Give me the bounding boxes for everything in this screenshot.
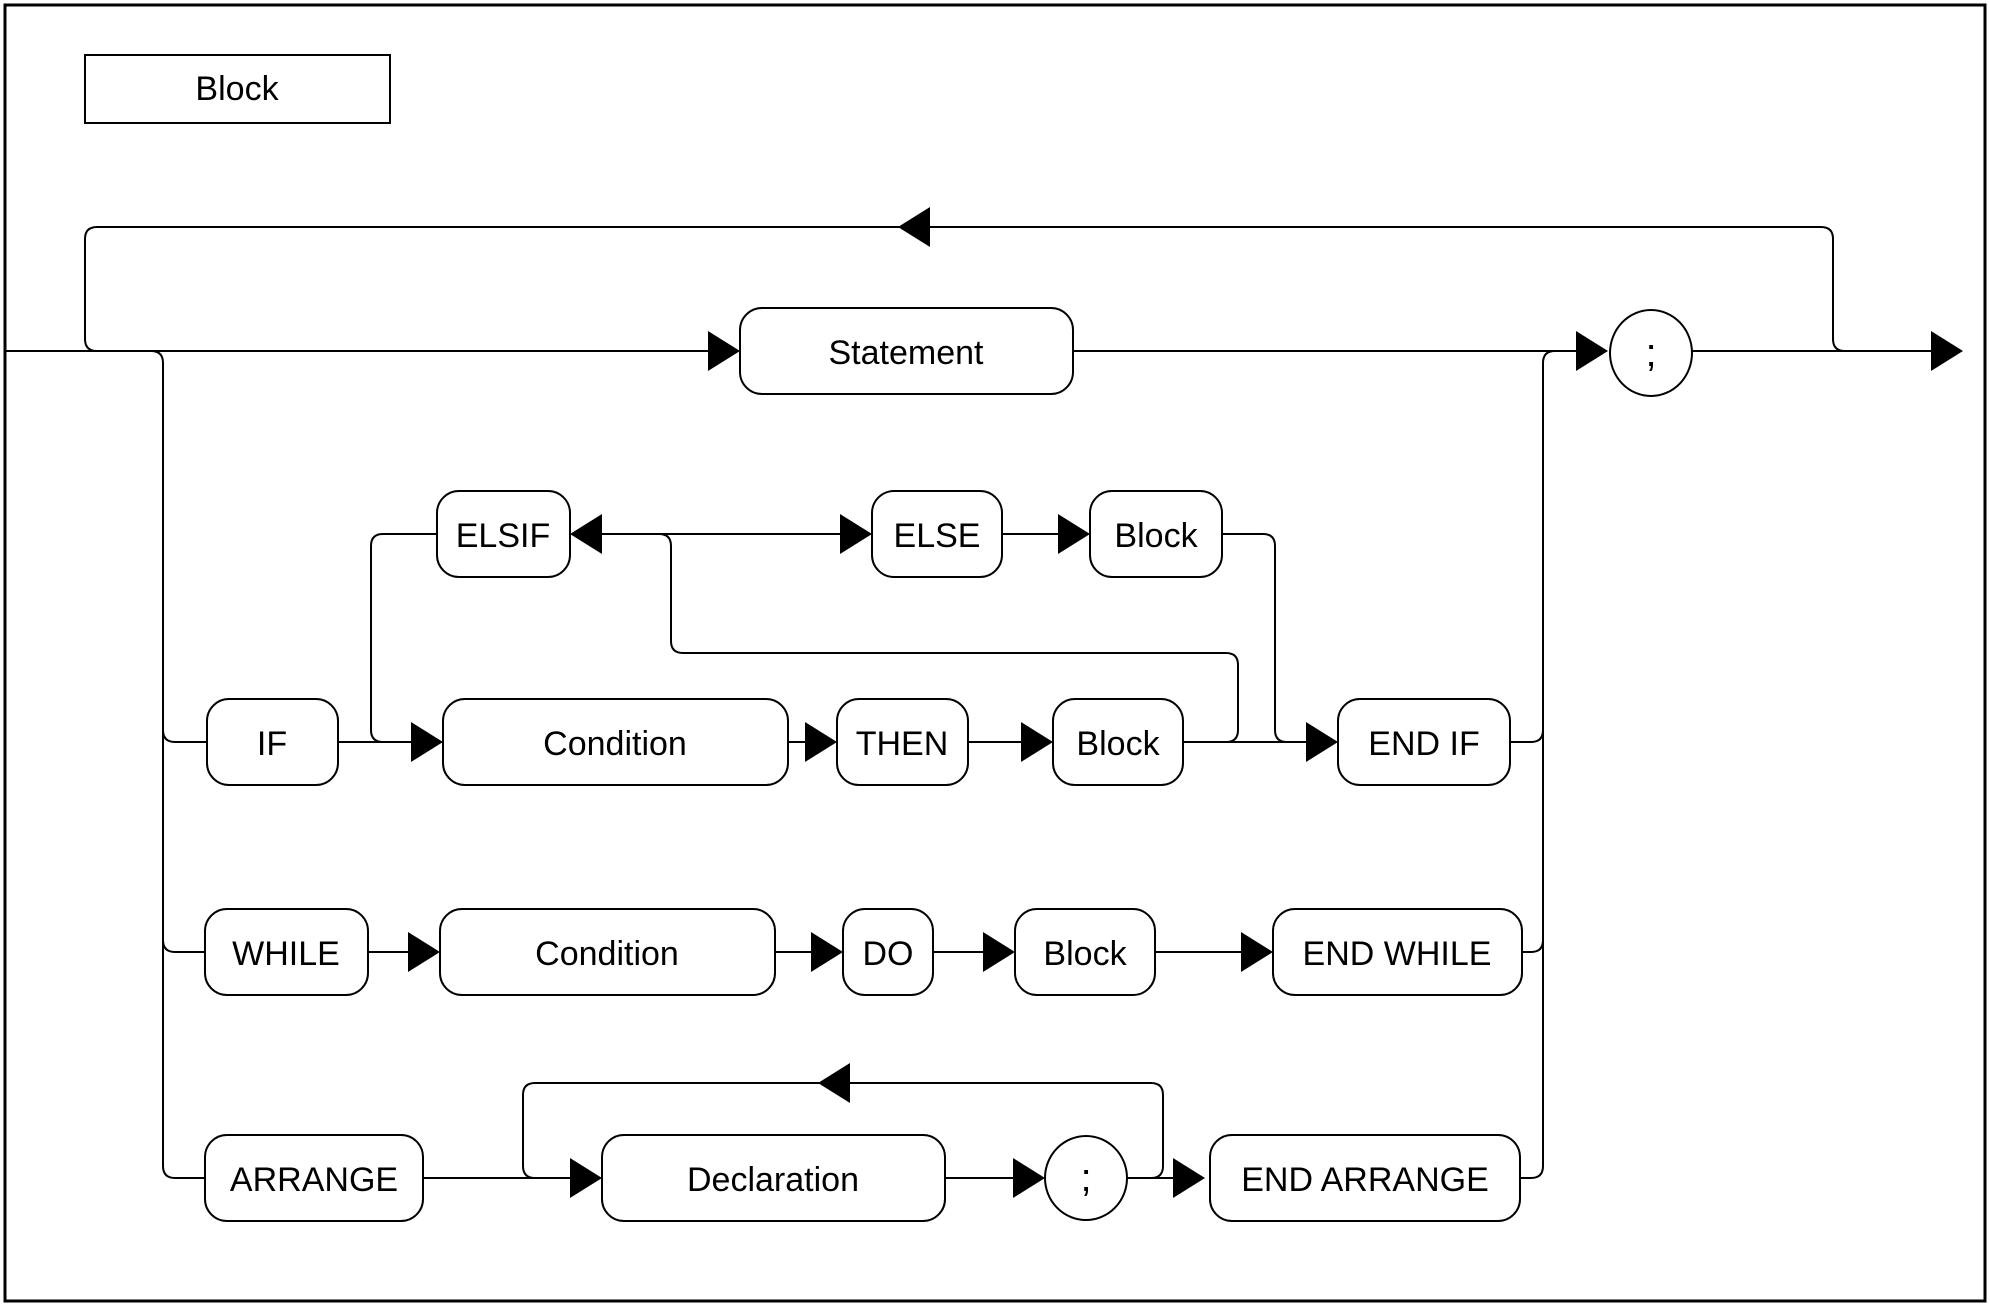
- connector-statement-repeat-loop: [84, 226, 1846, 352]
- arrowhead-into-endwhile: [1241, 932, 1273, 972]
- node-while: WHILE: [204, 908, 369, 996]
- node-while-block-label: Block: [1043, 935, 1127, 973]
- node-if: IF: [206, 698, 339, 786]
- node-while-block-rect: [1014, 908, 1156, 996]
- node-arrange-rect: [204, 1134, 424, 1222]
- rule-title-rect: [84, 54, 391, 124]
- node-end-while-label: END WHILE: [1303, 935, 1492, 973]
- node-elsif: ELSIF: [436, 490, 571, 578]
- arrowhead-into-declaration: [570, 1158, 602, 1198]
- node-semicolon-main-label: ;: [1645, 331, 1656, 375]
- node-semicolon-arrange: ;: [1044, 1135, 1128, 1221]
- arrowhead-into-statement: [708, 331, 740, 371]
- arrowhead-into-do: [811, 932, 843, 972]
- node-while-condition-label: Condition: [535, 935, 679, 973]
- arrowhead-into-else: [840, 514, 872, 554]
- node-while-block: Block: [1014, 908, 1156, 996]
- rule-title-box: Block: [84, 54, 391, 124]
- node-while-condition: Condition: [439, 908, 776, 996]
- arrowhead-into-elseblock: [1058, 514, 1090, 554]
- node-then-block-label: Block: [1076, 725, 1160, 763]
- arrowhead-into-wblock: [983, 932, 1015, 972]
- node-if-condition-label: Condition: [543, 725, 687, 763]
- node-do-rect: [842, 908, 934, 996]
- arrowhead-into-condition: [411, 722, 443, 762]
- arrowhead-diagram-exit: [1931, 331, 1963, 371]
- node-elsif-label: ELSIF: [456, 517, 550, 555]
- arrowhead-into-then: [805, 722, 837, 762]
- node-then: THEN: [836, 698, 969, 786]
- node-end-arrange: END ARRANGE: [1209, 1134, 1521, 1222]
- node-semicolon-arrange-label: ;: [1080, 1156, 1091, 1200]
- node-else-rect: [871, 490, 1003, 578]
- arrowhead-into-endif: [1306, 722, 1338, 762]
- arrowhead-into-wcondition: [408, 932, 440, 972]
- connector-rail-fillet-endwhile: [1530, 939, 1544, 953]
- node-statement-rect: [739, 307, 1074, 395]
- node-declaration: Declaration: [601, 1134, 946, 1222]
- node-arrange-label: ARRANGE: [230, 1161, 398, 1199]
- connector-elsif-return: [370, 533, 437, 743]
- node-end-while: END WHILE: [1272, 908, 1523, 996]
- arrowhead-into-semicolon: [1576, 331, 1608, 371]
- node-arrange: ARRANGE: [204, 1134, 424, 1222]
- arrowhead-into-semicolon2: [1013, 1158, 1045, 1198]
- node-else-block-label: Block: [1114, 517, 1198, 555]
- node-do-label: DO: [863, 935, 914, 973]
- node-end-if-label: END IF: [1368, 725, 1479, 763]
- node-declaration-label: Declaration: [687, 1161, 859, 1199]
- node-if-condition: Condition: [442, 698, 789, 786]
- node-else-block: Block: [1089, 490, 1223, 578]
- node-statement-label: Statement: [829, 334, 985, 372]
- connector-right-collector-rail: [1542, 350, 1556, 1166]
- connector-rail-fillet-endarrange: [1530, 1165, 1544, 1179]
- node-declaration-rect: [601, 1134, 946, 1222]
- node-do: DO: [842, 908, 934, 996]
- connector-left-branch-rail: [150, 350, 176, 1179]
- node-elsif-rect: [436, 490, 571, 578]
- node-else-label: ELSE: [894, 517, 981, 555]
- arrowheads: [408, 207, 1963, 1198]
- node-end-if-rect: [1337, 698, 1511, 786]
- node-then-label: THEN: [856, 725, 949, 763]
- rule-title-label: Block: [195, 70, 279, 108]
- connector-rail-fillet-if: [162, 729, 176, 743]
- connector-rail-fillet-while: [162, 939, 176, 953]
- node-then-rect: [836, 698, 969, 786]
- node-end-arrange-label: END ARRANGE: [1241, 1161, 1489, 1199]
- nodes: Statement ; ELSIF ELSE Block IF Conditio…: [204, 307, 1693, 1222]
- node-while-label: WHILE: [232, 935, 340, 973]
- arrowhead-statement-loop-left: [898, 207, 930, 247]
- connector-else-branch-riser: [658, 533, 1239, 743]
- arrowhead-into-thenblock: [1021, 722, 1053, 762]
- node-end-if: END IF: [1337, 698, 1511, 786]
- arrowhead-declaration-loop-left: [818, 1063, 850, 1103]
- node-then-block-rect: [1052, 698, 1184, 786]
- node-semicolon-arrange-circle: [1044, 1135, 1128, 1221]
- arrowhead-into-endarrange: [1173, 1158, 1205, 1198]
- node-then-block: Block: [1052, 698, 1184, 786]
- diagram-border: [3, 3, 1987, 1303]
- node-else: ELSE: [871, 490, 1003, 578]
- node-semicolon-main: ;: [1609, 309, 1693, 397]
- connector-endif-exit: [1510, 729, 1544, 743]
- connectors: [5, 226, 1931, 1179]
- node-semicolon-main-circle: [1609, 309, 1693, 397]
- node-end-while-rect: [1272, 908, 1523, 996]
- node-end-arrange-rect: [1209, 1134, 1521, 1222]
- node-else-block-rect: [1089, 490, 1223, 578]
- connector-elseblock-return: [1222, 533, 1306, 743]
- node-while-condition-rect: [439, 908, 776, 996]
- node-while-rect: [204, 908, 369, 996]
- node-statement: Statement: [739, 307, 1074, 395]
- node-if-rect: [206, 698, 339, 786]
- node-if-label: IF: [257, 725, 287, 763]
- arrowhead-into-elsif-left: [570, 514, 602, 554]
- node-if-condition-rect: [442, 698, 789, 786]
